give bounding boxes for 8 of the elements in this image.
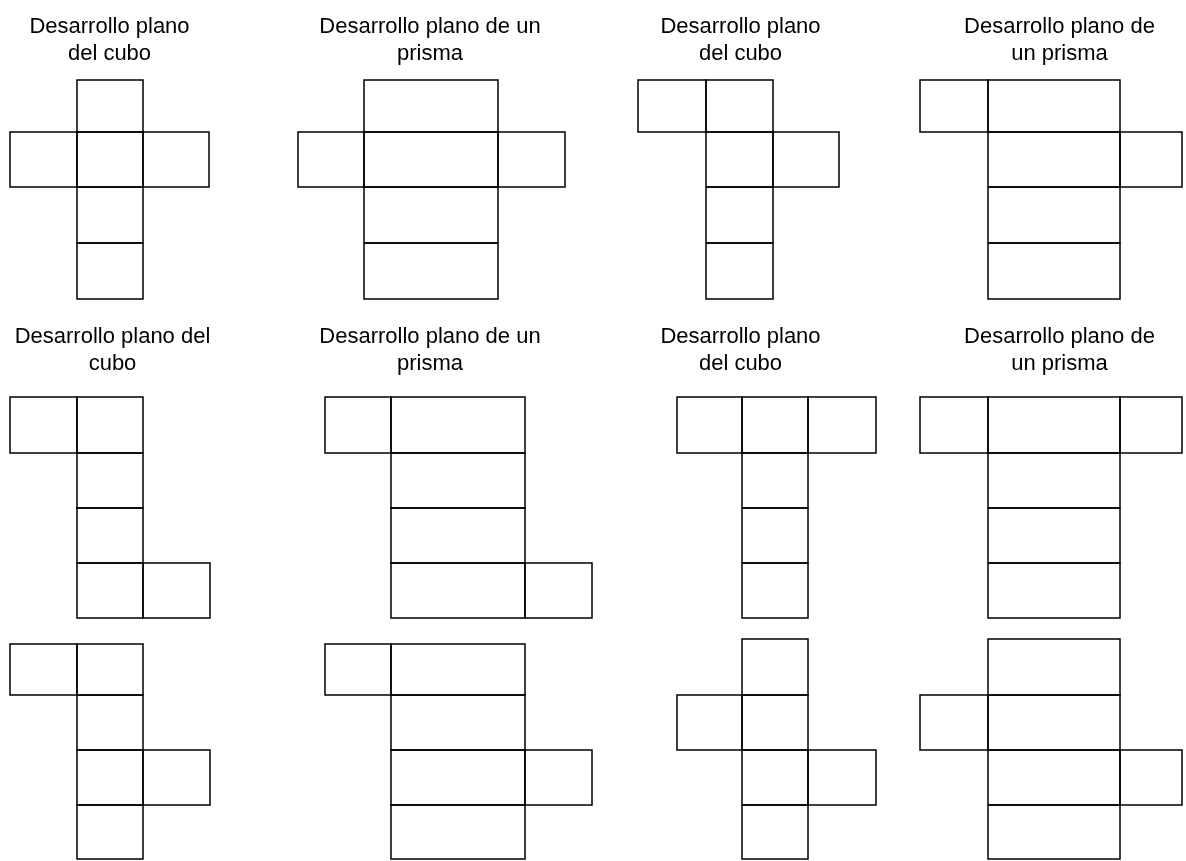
net-caption: Desarrollo plano del cubo [28, 12, 191, 66]
net-caption: Desarrollo plano de un prisma [963, 322, 1156, 376]
net-caption: Desarrollo plano del cubo [13, 322, 212, 376]
net-caption: Desarrollo plano de un prisma [318, 322, 542, 376]
net-caption: Desarrollo plano del cubo [659, 322, 822, 376]
net-caption: Desarrollo plano del cubo [659, 12, 822, 66]
net-caption: Desarrollo plano de un prisma [318, 12, 542, 66]
net-caption: Desarrollo plano de un prisma [963, 12, 1156, 66]
